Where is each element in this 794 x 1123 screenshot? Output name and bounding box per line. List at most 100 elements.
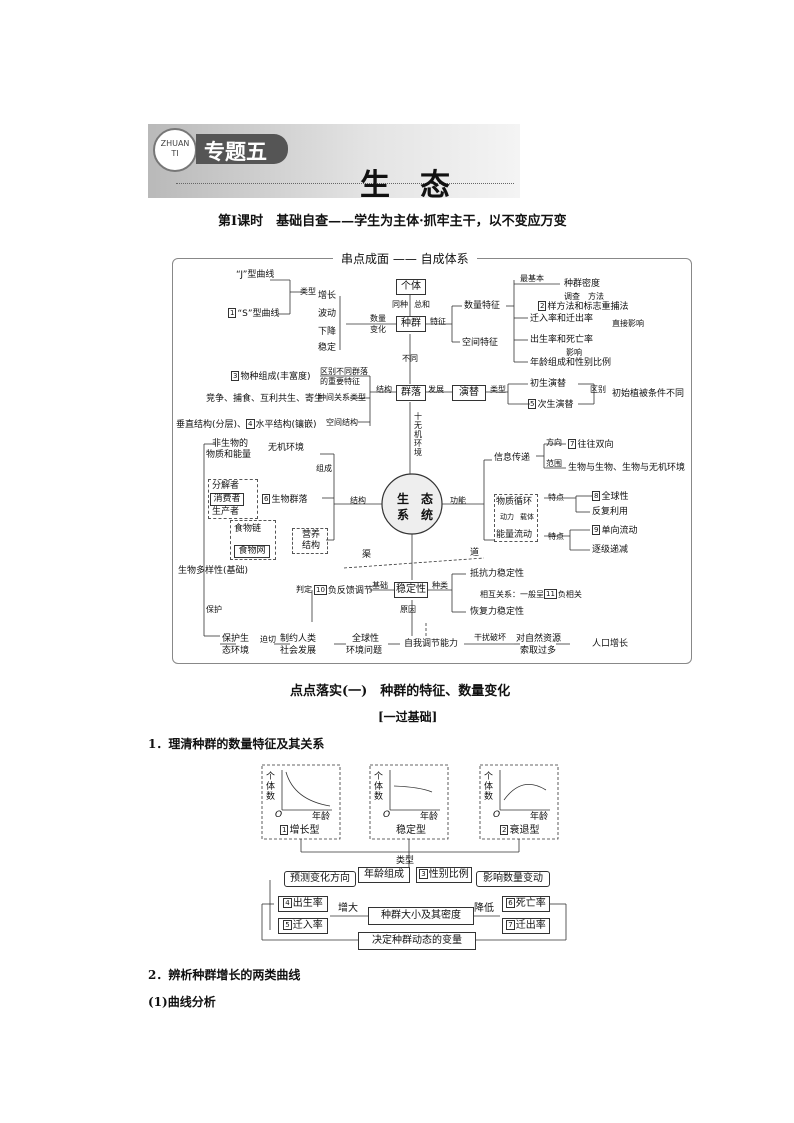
- mm-consumer: 消费者: [210, 493, 244, 506]
- topic-tab: [196, 134, 288, 164]
- mm-carrier: 载体: [520, 513, 534, 521]
- mm-trophic: [292, 528, 328, 554]
- mm-range: 范围: [546, 459, 562, 468]
- mm-succession: 演替: [452, 385, 486, 401]
- mm-over-2: 索取过多: [520, 646, 557, 656]
- mm-stability: 稳定性: [394, 582, 428, 598]
- item-2-1: (1)曲线分析: [148, 995, 216, 1009]
- mm-producer: 生产者: [212, 507, 240, 517]
- agechart-xlabel-1: 年龄: [312, 812, 331, 822]
- mm-quantity-change-1: 数量: [370, 314, 386, 323]
- item-2: 2．辨析种群增长的两类曲线: [148, 968, 301, 982]
- mm-trait-1: 特点: [548, 493, 564, 502]
- mm-eco-1: 生 态: [397, 492, 434, 506]
- mm-resilience: 恢复力稳定性: [470, 607, 525, 617]
- agechart-ylabel-1: 个体数: [266, 772, 276, 802]
- mm-distinguish-1: 区别不同群落: [320, 367, 368, 376]
- mm-road: 道: [470, 548, 480, 558]
- mm-trophic-2: 结构: [302, 541, 321, 551]
- mm-food-group: [230, 520, 276, 560]
- mm-reuse: 反复利用: [592, 507, 629, 517]
- item-1: 1．理清种群的数量特征及其关系: [148, 737, 325, 751]
- mm-judge: 判定: [296, 585, 312, 594]
- mm-basis: 基础: [372, 581, 388, 590]
- agechart-ylabel-2: 个体数: [374, 772, 384, 802]
- agechart-ylabel-3: 个体数: [484, 772, 494, 802]
- mm-population: 种群: [396, 316, 426, 332]
- mm-disturb: 干扰破坏: [474, 633, 506, 642]
- mm-direction: 方向: [546, 438, 562, 447]
- section-title: 点点落实(一) 种群的特征、数量变化: [290, 684, 511, 699]
- mm-biotic-group: [208, 479, 258, 519]
- mm-migration: 迁入率和迁出率: [530, 314, 594, 324]
- mm-trait-2: 特点: [548, 532, 564, 541]
- mm-spatial-structure: 空间结构: [326, 418, 358, 427]
- mm-restrict-1: 制约人类: [280, 634, 317, 644]
- mm-quantity-feature: 数量特征: [464, 301, 501, 311]
- mm-community: 群落: [396, 385, 426, 401]
- mm-range-items: 生物与生物、生物与无机环境: [568, 463, 686, 473]
- mm-population-growth: 人口增长: [592, 639, 629, 649]
- mm-primary: 初生演替: [530, 379, 567, 389]
- mm-stable: 稳定: [318, 343, 337, 353]
- mm-protect-env-1: 保护生: [222, 634, 250, 644]
- mm-function: 功能: [450, 496, 466, 505]
- mm-feature: 特征: [430, 317, 446, 326]
- agechart-xlabel-3: 年龄: [530, 812, 549, 822]
- mm-initial: 初始植被条件不同: [612, 389, 685, 399]
- mm-s-curve: 1“S”型曲线: [228, 308, 280, 319]
- agechart-size-density: 种群大小及其密度: [368, 907, 474, 925]
- mm-age-sex: 年龄组成和性别比例: [530, 358, 612, 368]
- agechart-origin-1: O: [275, 810, 283, 820]
- mm-biodiversity: 生物多样性(基础): [178, 566, 249, 576]
- mm-individual: 个体: [396, 279, 426, 295]
- section-subtitle: [一过基础]: [378, 710, 438, 724]
- agechart-origin-3: O: [493, 810, 501, 820]
- mm-function-group: [494, 494, 538, 542]
- mm-abiotic-env: 无机环境: [268, 443, 305, 453]
- mm-protect: 保护: [206, 605, 222, 614]
- mm-structure: 结构: [376, 385, 392, 394]
- mm-matter-cycle: 物质循环: [496, 497, 533, 507]
- mm-same-species: 同种: [392, 300, 408, 309]
- agechart-type: 类型: [396, 856, 415, 866]
- mm-over-1: 对自然资源: [516, 634, 562, 644]
- mm-different: 不同: [402, 354, 418, 363]
- mm-survey: 调查: [564, 292, 580, 301]
- mm-decomposer: 分解者: [212, 481, 240, 491]
- mm-food-web: 食物网: [234, 545, 270, 558]
- mm-interspecific: 种间关系类型: [318, 393, 366, 402]
- badge-bottom: TI: [171, 149, 179, 158]
- mm-fluctuation: 波动: [318, 309, 337, 319]
- agechart-decisive: 决定种群动态的变量: [358, 932, 476, 950]
- mm-quantity-change-2: 变化: [370, 325, 386, 334]
- mm-abiotic-1: 非生物的: [212, 439, 249, 449]
- mm-abiotic-2: 物质和能量: [206, 450, 252, 460]
- mm-info: 信息传递: [494, 453, 531, 463]
- mm-channel: 渠: [362, 550, 372, 560]
- banner-title: 生 态: [360, 168, 450, 203]
- topic-label: 专题五: [204, 140, 267, 164]
- mindmap-header: 串点成面 —— 自成体系: [333, 250, 477, 267]
- mm-type: 类型: [300, 287, 316, 296]
- mm-global-env-1: 全球性: [352, 634, 380, 644]
- badge-top: ZHUAN: [160, 139, 190, 148]
- agechart-xlabel-2: 年龄: [420, 812, 439, 822]
- mm-density: 种群密度: [564, 279, 601, 289]
- mm-power: 动力: [500, 513, 514, 521]
- mm-decrease: 逐级递减: [592, 545, 629, 555]
- mm-total: 总和: [414, 300, 430, 309]
- mm-resistance: 抵抗力稳定性: [470, 569, 525, 579]
